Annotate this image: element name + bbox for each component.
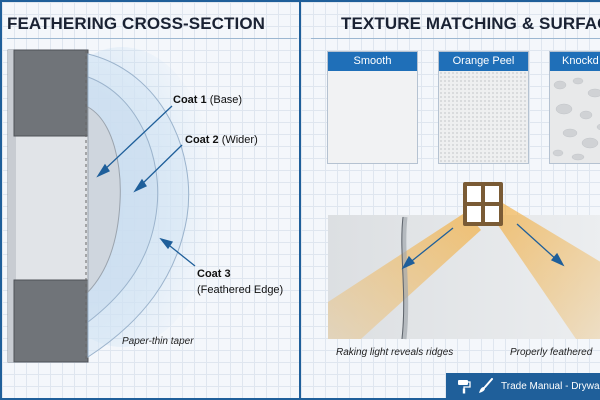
coat-2-name: Coat 2 bbox=[185, 134, 219, 146]
feathering-panel: FEATHERING CROSS-SECTION bbox=[0, 0, 301, 400]
orange-peel-swatch: Orange Peel bbox=[438, 51, 529, 164]
feathered-caption: Properly feathered bbox=[510, 347, 593, 358]
knockdown-texture bbox=[550, 71, 600, 163]
paint-roller-icon bbox=[458, 380, 471, 394]
coat-3-name: Coat 3 bbox=[197, 268, 231, 280]
coat-1-detail: (Base) bbox=[209, 94, 243, 106]
orange-peel-swatch-label: Orange Peel bbox=[439, 52, 528, 71]
coat-1-arrow bbox=[101, 105, 173, 173]
right-light-beam bbox=[489, 202, 600, 339]
coat-3-arrowhead bbox=[159, 237, 174, 250]
coat-1-layer bbox=[87, 106, 121, 294]
coat-1-arrowhead bbox=[96, 163, 110, 178]
coat-2-arrow bbox=[138, 144, 183, 188]
raking-light-caption: Raking light reveals ridges bbox=[336, 347, 454, 358]
coat-1-name: Coat 1 bbox=[173, 94, 207, 106]
left-arrowhead bbox=[401, 255, 416, 270]
smooth-swatch-label: Smooth bbox=[328, 52, 417, 71]
knockdown-swatch-label: Knockd bbox=[550, 52, 600, 71]
coat-2-arrowhead bbox=[133, 178, 147, 193]
knockdown-swatch: Knockd bbox=[549, 51, 600, 164]
ridge-shadow bbox=[401, 216, 405, 340]
title-divider bbox=[7, 38, 297, 39]
visible-ridge bbox=[401, 216, 409, 340]
right-light-arrow bbox=[516, 223, 559, 262]
stud-bottom bbox=[13, 279, 89, 363]
raking-light-diagram bbox=[328, 182, 600, 340]
footer-text: Trade Manual - Drywall bbox=[501, 381, 600, 392]
paint-brush-icon bbox=[479, 378, 493, 393]
smooth-swatch: Smooth bbox=[327, 51, 418, 164]
knockdown-splats bbox=[552, 77, 600, 161]
orange-peel-texture bbox=[439, 71, 528, 163]
coat-2-label: Coat 2 (Wider) bbox=[185, 134, 258, 146]
smooth-texture bbox=[328, 71, 417, 163]
coat-1-label: Coat 1 (Base) bbox=[173, 94, 242, 106]
taper-note: Paper-thin taper bbox=[122, 336, 194, 347]
coat-3-label: Coat 3 bbox=[197, 268, 231, 280]
texture-panel: TEXTURE MATCHING & SURFACE VI Smooth Ora… bbox=[299, 0, 600, 400]
texture-title: TEXTURE MATCHING & SURFACE VI bbox=[341, 14, 600, 33]
left-light-arrow bbox=[407, 227, 454, 265]
right-arrowhead bbox=[550, 252, 565, 267]
stud-top bbox=[13, 49, 89, 137]
cross-section-diagram bbox=[7, 47, 217, 363]
title-divider bbox=[311, 38, 600, 39]
window-icon bbox=[463, 182, 503, 226]
coat-2-detail: (Wider) bbox=[221, 134, 258, 146]
feathering-title: FEATHERING CROSS-SECTION bbox=[7, 14, 266, 33]
coat-3-detail: (Feathered Edge) bbox=[197, 284, 284, 296]
board-edge bbox=[8, 50, 16, 362]
footer-badge: Trade Manual - Drywall bbox=[446, 373, 600, 400]
